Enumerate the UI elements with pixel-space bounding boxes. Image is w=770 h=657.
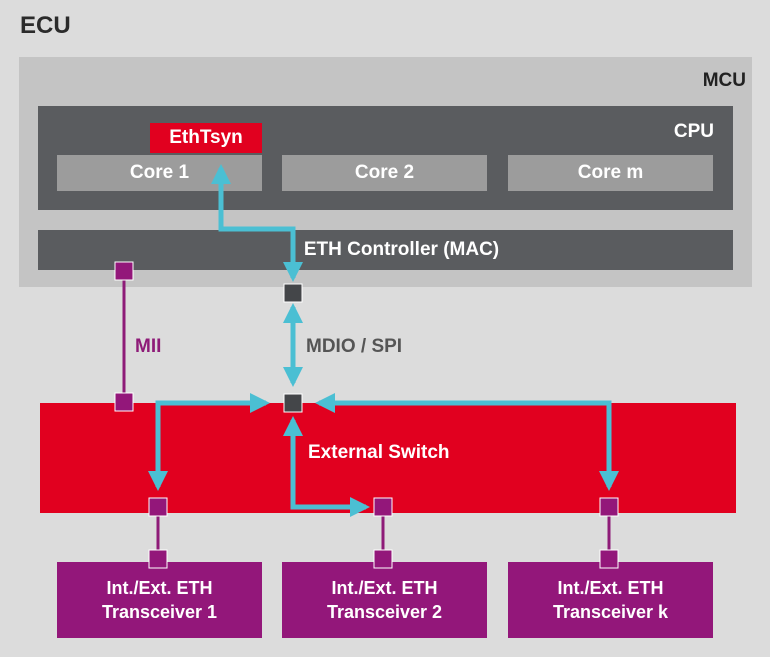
core-2-block: Core 2	[282, 155, 487, 191]
mcu-label: MCU	[702, 70, 746, 91]
switch-to-port-k-arrow	[315, 393, 619, 491]
mii-port-mac	[114, 261, 134, 281]
switch-port-1	[148, 497, 168, 517]
transceiver-2-line2: Transceiver 2	[326, 602, 443, 622]
transceiver-1-line2: Transceiver 1	[101, 602, 218, 622]
transceiver-1-line1: Int./Ext. ETH	[106, 578, 213, 598]
transceiver-2-port	[373, 549, 393, 569]
mii-label: MII	[135, 336, 162, 357]
transceiver-2-line1: Int./Ext. ETH	[331, 578, 438, 598]
switch-to-port-2-arrow	[283, 416, 370, 517]
switch-port-2	[373, 497, 393, 517]
mdio-spi-label: MDIO / SPI	[306, 336, 403, 357]
eth-controller-label: ETH Controller (MAC)	[303, 239, 500, 260]
core-m-block: Core m	[508, 155, 713, 191]
transceiver-1-port	[148, 549, 168, 569]
ethtsyn-to-mac-arrow	[211, 164, 303, 282]
transceiver-k-block: Int./Ext. ETH Transceiver k	[508, 562, 713, 638]
transceiver-1-block: Int./Ext. ETH Transceiver 1	[57, 562, 262, 638]
switch-port-k	[599, 497, 619, 517]
mdio-port-mac	[283, 283, 303, 303]
transceiver-2-block: Int./Ext. ETH Transceiver 2	[282, 562, 487, 638]
mdio-port-switch	[283, 393, 303, 413]
ethtsyn-block: EthTsyn	[150, 123, 262, 153]
transceiver-k-line1: Int./Ext. ETH	[557, 578, 664, 598]
eth-controller-block: ETH Controller (MAC)	[38, 230, 733, 270]
ecu-title: ECU	[20, 12, 71, 39]
mii-port-switch	[114, 392, 134, 412]
transceiver-k-port	[599, 549, 619, 569]
transceiver-k-line2: Transceiver k	[552, 602, 669, 622]
cpu-label: CPU	[673, 121, 714, 142]
switch-to-port-1-arrow	[148, 393, 270, 491]
